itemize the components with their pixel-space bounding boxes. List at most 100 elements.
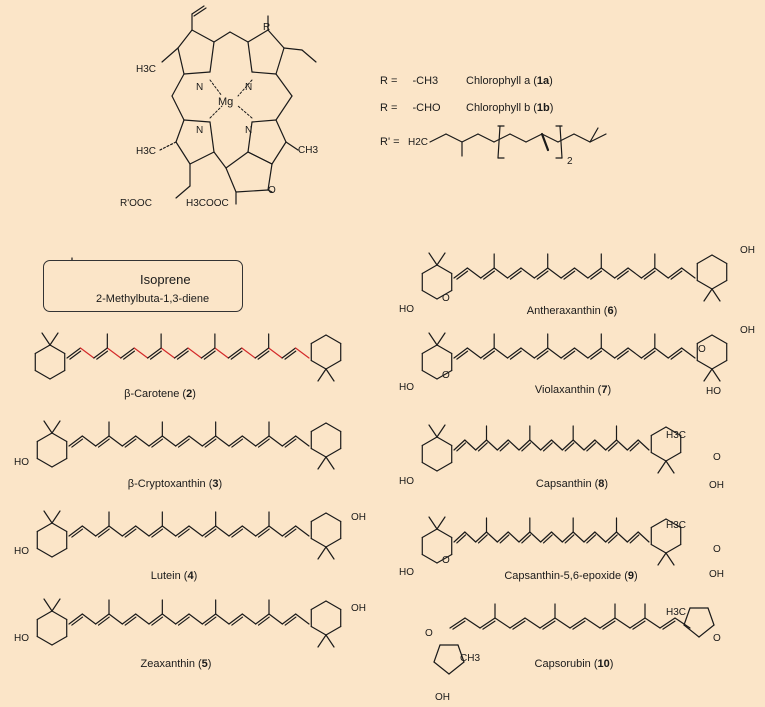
- label-o-capsorubin-left: O: [425, 628, 433, 639]
- polyene-chain: [95, 435, 110, 447]
- polyene-chain: [550, 531, 563, 543]
- gem-methyl: [657, 460, 667, 474]
- polyene-chain: [96, 350, 109, 360]
- gem-methyl: [711, 368, 721, 382]
- r-row-b: R = -CHO: [380, 102, 441, 115]
- label-oh-antheraxanthin: OH: [740, 245, 755, 256]
- polyene-chain: [133, 347, 149, 359]
- polyene-chain: [542, 620, 556, 630]
- polyene-chain: [452, 620, 466, 630]
- polyene-chain: [123, 350, 136, 360]
- caption-id: 4: [187, 570, 194, 582]
- polyene-chain: [605, 531, 618, 543]
- caption-beta-cryptoxanthin: β-Cryptoxanthin (3): [128, 478, 222, 491]
- polyene-chain: [215, 435, 230, 447]
- phytyl-bond: [559, 125, 563, 159]
- polyene-chain: [607, 534, 618, 544]
- label-oh-violaxanthin: OH: [740, 325, 755, 336]
- polyene-chain: [667, 347, 683, 359]
- polyene-chain: [284, 438, 297, 448]
- label-ch3-capsorubin: CH3: [460, 653, 481, 664]
- caption-text: Antheraxanthin (: [526, 305, 608, 317]
- polyene-chain: [69, 350, 82, 360]
- polyene-chain: [539, 617, 556, 629]
- caption-close: ): [218, 478, 223, 490]
- polyene-chain: [586, 442, 597, 452]
- chlorophyll-bond: [237, 105, 253, 119]
- polyene-chain: [629, 617, 646, 629]
- caption-close: ): [609, 658, 614, 670]
- gem-methyl: [43, 420, 53, 434]
- polyene-chain: [254, 347, 270, 359]
- end-ring-left: [36, 457, 53, 468]
- polyene-chain: [204, 528, 217, 538]
- caption-id: 5: [201, 658, 208, 670]
- polyene-chain: [600, 267, 616, 279]
- end-ring-right: [310, 625, 327, 636]
- atom-ester-left: R'OOC: [120, 198, 152, 209]
- caption-id: 6: [607, 305, 614, 317]
- caption-text: β-Cryptoxanthin (: [127, 478, 213, 490]
- polyene-chain: [587, 267, 602, 279]
- gem-methyl: [428, 516, 438, 530]
- r-prime-start: H2C: [408, 137, 429, 148]
- chlorophyll-bond: [209, 121, 215, 153]
- polyene-chain: [480, 347, 495, 359]
- gem-methyl: [43, 510, 53, 524]
- polyene-chain: [173, 347, 189, 359]
- polyene-chain: [614, 347, 629, 359]
- polyene-chain: [561, 531, 574, 543]
- label-oh-lutein: OH: [351, 512, 366, 523]
- chlorophyll-bond: [225, 151, 249, 169]
- chlorophyll-bond: [191, 5, 205, 15]
- caption-id: 2: [186, 388, 193, 400]
- polyene-chain: [284, 350, 297, 360]
- polyene-chain: [124, 616, 137, 626]
- end-ring-left: [436, 264, 453, 275]
- gem-methyl: [317, 546, 327, 560]
- caption-beta-carotene: β-Carotene (2): [124, 388, 196, 401]
- polyene-chain: [479, 617, 496, 629]
- polyene-chain: [560, 347, 576, 359]
- polyene-chain: [605, 439, 618, 451]
- polyene-chain: [281, 525, 297, 537]
- label-o-capsanthin: O: [713, 452, 721, 463]
- gem-methyl: [317, 456, 327, 470]
- label-o-capsorubin-right: O: [713, 633, 721, 644]
- polyene-chain: [496, 531, 509, 543]
- polyene-chain: [667, 267, 683, 279]
- phytyl-bond: [589, 127, 599, 143]
- end-ring-left: [49, 344, 66, 355]
- label-ho-violaxanthin: HO: [399, 382, 414, 393]
- caption-capsanthin: Capsanthin (8): [536, 478, 608, 491]
- polyene-chain: [524, 617, 541, 629]
- atom-o-keto: O: [268, 185, 276, 196]
- end-ring-right: [325, 537, 342, 548]
- phytyl-bond: [525, 133, 543, 143]
- polyene-chain: [533, 347, 549, 359]
- polyene-chain: [614, 267, 629, 279]
- polyene-chain: [228, 525, 243, 537]
- chlorophyll-bond: [275, 95, 293, 121]
- polyene-chain: [521, 534, 532, 544]
- r-row-b-id: 1b: [536, 102, 550, 114]
- chlorophyll-bond: [175, 119, 185, 143]
- end-ring-right: [310, 422, 327, 433]
- chlorophyll-bond: [267, 163, 273, 191]
- end-ring-right: [310, 537, 327, 548]
- polyene-chain: [456, 442, 467, 452]
- end-ring-left: [421, 528, 438, 539]
- polyene-chain: [453, 267, 468, 279]
- caption-capsorubin: Capsorubin (10): [535, 658, 614, 671]
- polyene-chain: [241, 613, 257, 625]
- chlorophyll-bond: [213, 151, 227, 169]
- polyene-chain: [255, 613, 270, 625]
- polyene-chain: [281, 347, 297, 359]
- phytyl-bond: [497, 125, 501, 159]
- capsorubin-bond: [707, 607, 715, 626]
- r-row-a-name-text: Chlorophyll a (: [466, 75, 537, 87]
- gem-methyl: [51, 598, 61, 612]
- label-o-antheraxanthin: O: [442, 293, 450, 304]
- chlorophyll-bond: [275, 73, 293, 97]
- polyene-chain: [475, 439, 488, 451]
